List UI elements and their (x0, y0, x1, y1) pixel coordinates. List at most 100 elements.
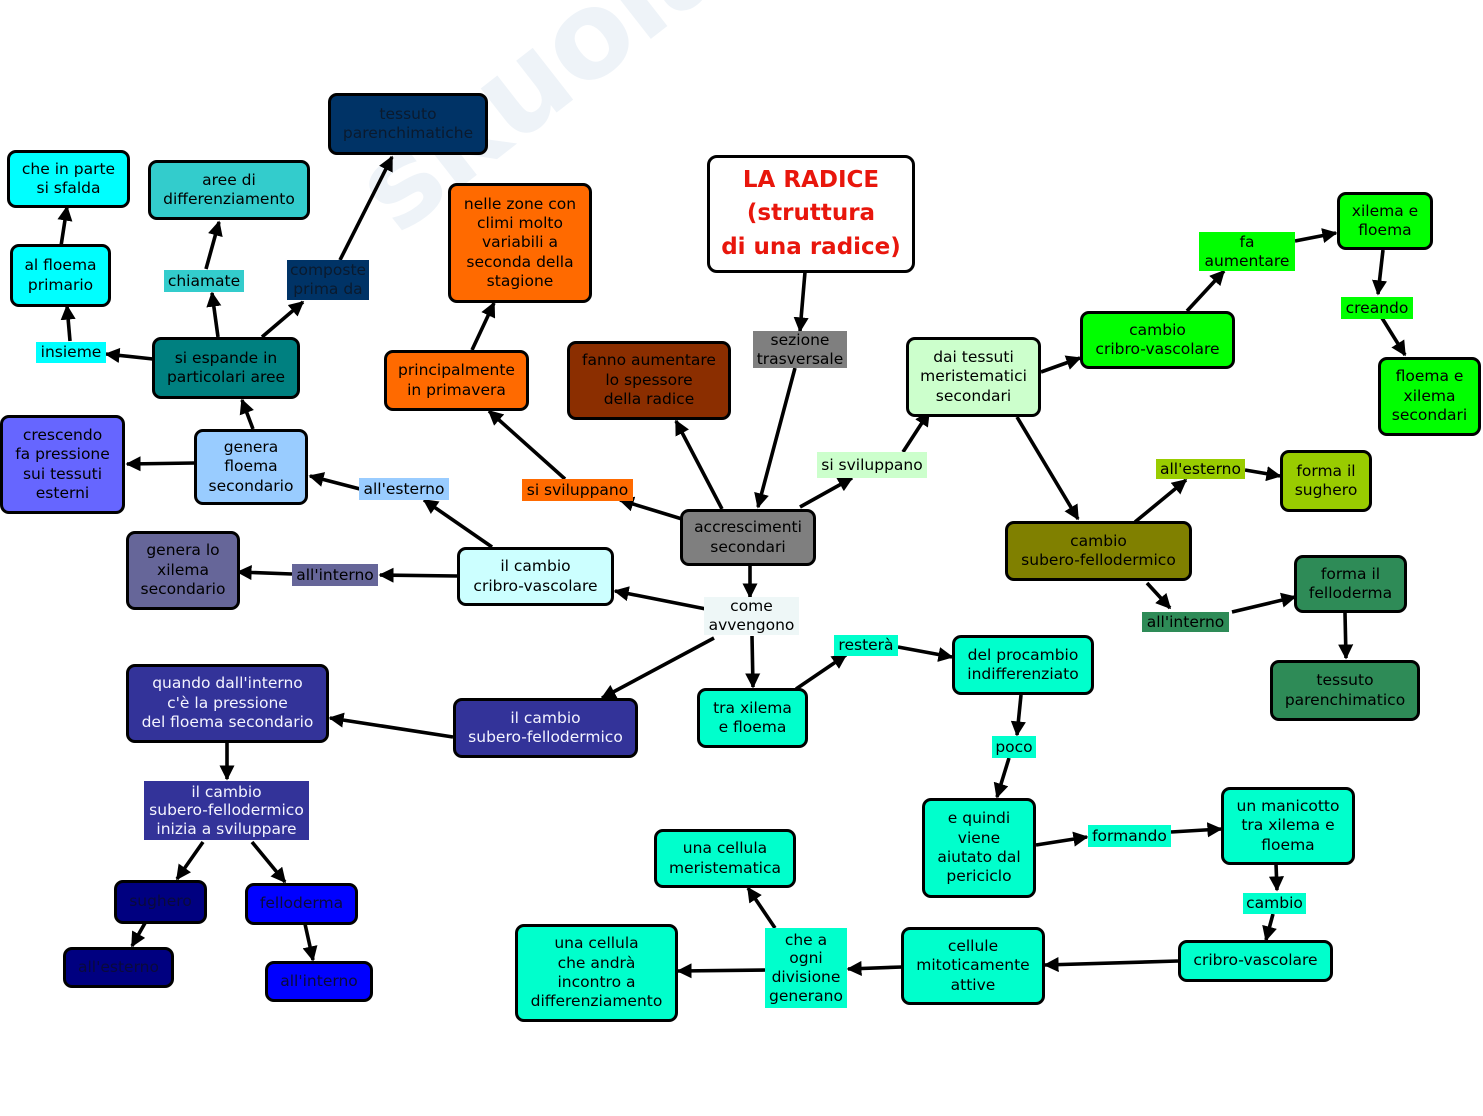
node-aree-di-differenziamento: aree di differenziamento (148, 160, 310, 220)
edge-cambiosf-allinterno (1145, 581, 1172, 610)
edge-cellule-cheaogni (846, 960, 903, 977)
node-un-manicotto: un manicotto tra xilema e floema (1221, 787, 1355, 865)
label-si-sviluppano-right: si sviluppano (817, 452, 927, 478)
node-cambio-cribro-vascolare-center: il cambio cribro-vascolare (457, 547, 614, 606)
edge-sughero-allesterno (130, 922, 147, 948)
label-creando: creando (1341, 297, 1413, 319)
node-forma-il-felloderma: forma il felloderma (1294, 555, 1407, 613)
label-chiamate: chiamate (164, 270, 244, 292)
node-nelle-zone: nelle zone con climi molto variabili a s… (448, 183, 592, 303)
edge-cambio-cribro (1262, 913, 1277, 942)
edge-acc-fanno (674, 419, 724, 510)
edge-formando-manicotto (1170, 822, 1223, 838)
edge-cambiocv-allinterno (378, 567, 458, 583)
label-all-interno-right: all'interno (1142, 612, 1229, 632)
node-cribro-vascolare: cribro-vascolare (1178, 940, 1333, 982)
node-cambio-subero-fellodermico-right: cambio subero-fellodermico (1005, 521, 1192, 581)
edge-genera-siespande (239, 398, 255, 430)
label-fa-aumentare: fa aumentare (1199, 232, 1295, 271)
label-cambio: cambio (1243, 893, 1306, 914)
edge-xilema-creando (1372, 249, 1388, 296)
edge-siespande-composte (260, 300, 305, 339)
edge-acc-sisvil-right (799, 476, 854, 509)
node-all-esterno-left: all'esterno (63, 947, 174, 988)
edge-sisvil-principalmente (487, 409, 567, 481)
edge-allinterno-xilema (236, 564, 293, 581)
edge-composte-tessuto (338, 155, 394, 261)
edge-cambiosf-allesterno (1133, 478, 1188, 524)
node-una-cellula-differenziamento: una cellula che andrà incontro a differe… (515, 924, 678, 1022)
node-al-floema-primario: al floema primario (10, 244, 111, 307)
edge-come-cambiocv (613, 586, 707, 611)
node-del-procambio: del procambio indifferenziato (952, 635, 1094, 695)
edge-cambiosf-quando (328, 712, 454, 739)
node-si-espande: si espande in particolari aree (152, 337, 300, 399)
edge-dai-cambiocv (1040, 355, 1082, 374)
label-inizia-a-sviluppare: il cambio subero-fellodermico inizia a s… (144, 781, 309, 840)
node-xilema-e-floema: xilema e floema (1337, 192, 1433, 250)
edge-insieme-floema (60, 304, 76, 342)
node-principalmente-in-primavera: principalmente in primavera (384, 350, 529, 411)
edge-come-tra (745, 635, 761, 689)
node-crescendo: crescendo fa pressione sui tessuti ester… (0, 415, 125, 514)
edge-sisvil-dai (901, 410, 931, 453)
edge-poco-equindi (993, 757, 1011, 799)
label-all-esterno-right: all'esterno (1156, 459, 1245, 479)
label-si-sviluppano-left: si sviluppano (522, 479, 633, 501)
edge-floema-sfalda (57, 205, 73, 247)
label-composte-prima-da: composte prima da (287, 260, 369, 300)
edge-allesterno-genera (308, 472, 361, 491)
edge-title-sezione (793, 271, 809, 333)
edge-restera-procambio (897, 645, 954, 662)
label-all-esterno-center: all'esterno (359, 478, 449, 500)
node-cellule-mitoticamente-attive: cellule mitoticamente attive (901, 927, 1045, 1005)
node-genera-floema-secondario: genera floema secondario (194, 429, 308, 505)
edge-allinterno-felloderma (1231, 592, 1297, 614)
edge-inizia-felloderma (250, 840, 287, 884)
node-cambio-cribro-vascolare-right: cambio cribro-vascolare (1080, 311, 1235, 369)
edge-principalmente-nelle (470, 301, 496, 351)
edge-creando-floema (1380, 317, 1407, 357)
edge-cheaogni-meri (746, 886, 777, 930)
edge-tra-restera (794, 653, 848, 691)
label-formando: formando (1088, 825, 1171, 847)
node-una-cellula-meristematica: una cellula meristematica (654, 829, 796, 888)
node-all-interno-left: all'interno (265, 961, 373, 1002)
edge-cambiocv-fa (1185, 269, 1226, 313)
label-poco: poco (992, 736, 1036, 758)
edge-allesterno-sughero (1244, 466, 1282, 482)
edge-acc-sisvil-left (618, 496, 683, 521)
node-floema-xilema-secondari: floema e xilema secondari (1378, 357, 1481, 436)
edge-fa-xilema (1294, 228, 1338, 244)
node-forma-il-sughero: forma il sughero (1280, 450, 1372, 512)
edge-procambio-poco (1010, 694, 1026, 737)
node-dai-tessuti: dai tessuti meristematici secondari (906, 337, 1041, 417)
node-che-in-parte: che in parte si sfalda (7, 150, 130, 208)
label-che-a-ogni-divisione: che a ogni divisione generano (765, 928, 847, 1008)
label-all-interno-center: all'interno (292, 564, 378, 586)
edge-cambiocv-allesterno (422, 498, 494, 549)
node-e-quindi: e quindi viene aiutato dal periciclo (922, 798, 1036, 898)
edge-equindi-formando (1035, 831, 1089, 847)
edge-felloderma-tessuto (1338, 612, 1354, 660)
node-tessuto-parenchimatico: tessuto parenchimatico (1270, 660, 1420, 721)
edge-felloderma-allinterno (302, 923, 318, 962)
node-tessuto-parenchimatiche: tessuto parenchimatiche (328, 93, 488, 155)
label-come-avvengono: come avvengono (704, 597, 799, 635)
edge-cheaogni-diff (676, 963, 767, 979)
label-restera: resterà (834, 635, 898, 656)
node-accrescimenti-secondari: accrescimenti secondari (680, 509, 816, 566)
edge-siespande-chiamate (206, 291, 222, 338)
edge-cribro-cellule (1043, 957, 1179, 973)
label-insieme: insieme (36, 342, 106, 363)
edge-siespande-insieme (104, 347, 154, 363)
edge-inizia-sughero (175, 840, 205, 881)
node-cambio-subero-fellodermico-left: il cambio subero-fellodermico (453, 698, 638, 758)
edge-genera-crescendo (125, 456, 196, 472)
node-sughero: sughero (114, 880, 207, 924)
edge-sezione-accrescimenti (754, 367, 797, 509)
edge-dai-cambiosf (1015, 416, 1080, 521)
edge-chiamate-aree (204, 220, 223, 270)
node-felloderma: felloderma (245, 883, 358, 925)
